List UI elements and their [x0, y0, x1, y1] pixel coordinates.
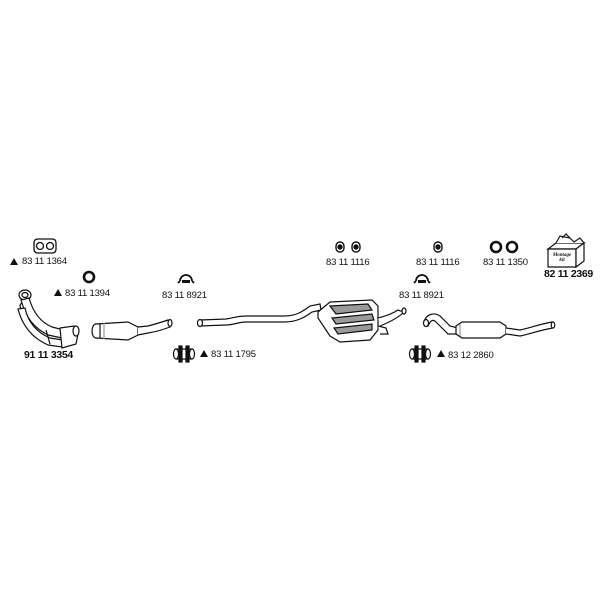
rubber-mount-icon-2: [433, 241, 443, 253]
part-number-connector-2: 83 12 2860: [448, 350, 494, 361]
kit-line-1: Montage: [552, 253, 572, 258]
part-number-connector-1: 83 11 1795: [211, 349, 256, 360]
part-number-clamp-cat: 83 11 8921: [162, 290, 207, 301]
ring-gasket-icon: [82, 270, 96, 284]
warning-triangle-icon: [437, 350, 445, 357]
part-number-gasket: 83 11 1364: [22, 256, 67, 267]
part-number-rubber-mount-1: 83 11 1116: [326, 257, 370, 268]
warning-triangle-icon: [200, 350, 208, 357]
clamp-right-icon: [413, 274, 431, 284]
part-number-mounting-kit: 82 11 2369: [544, 268, 593, 280]
middle-pipe-icon: [196, 303, 322, 328]
part-number-rubber-mount-2: 83 11 1116: [416, 257, 460, 268]
part-number-rubber-rings: 83 11 1350: [483, 257, 528, 268]
rubber-rings-icon: [489, 240, 519, 254]
rear-muffler-icon: [422, 313, 556, 339]
front-pipe-icon: [17, 289, 80, 349]
warning-triangle-icon: [10, 258, 18, 265]
part-number-ring: 83 11 1394: [65, 288, 110, 299]
connector-sleeve-icon: [172, 345, 196, 363]
warning-triangle-icon: [54, 289, 62, 296]
clamp-icon: [177, 274, 195, 284]
part-number-clamp-right: 83 11 8921: [399, 290, 444, 301]
kit-line-2: kit: [559, 258, 565, 263]
mounting-kit-box-icon: [546, 233, 586, 269]
part-number-front-pipe: 91 11 3354: [24, 349, 73, 361]
gasket-flange-icon: [33, 238, 57, 254]
center-muffler-icon: [317, 299, 407, 343]
rubber-mount-icon: [335, 241, 361, 253]
mounting-kit-box-text: Montage kit: [549, 253, 575, 263]
catalytic-converter-icon: [91, 318, 173, 341]
connector-sleeve-icon-2: [408, 345, 432, 363]
